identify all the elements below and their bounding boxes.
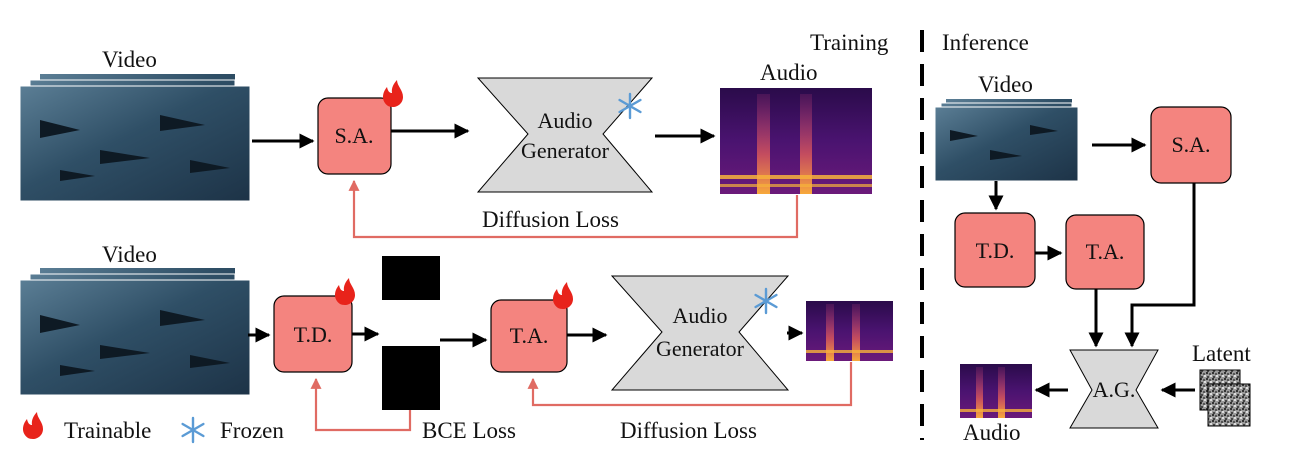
snowflake-icon <box>181 416 205 444</box>
td-label-train: T.D. <box>294 322 333 347</box>
audio-generator-bottom <box>610 275 790 391</box>
video-label-top: Video <box>102 47 157 72</box>
flame-icon <box>553 282 573 309</box>
sa-module-inference <box>1150 106 1232 184</box>
ag-module <box>1069 349 1159 429</box>
video-label-bottom: Video <box>102 242 157 267</box>
video-frames-top <box>19 74 251 202</box>
generator-label-line1-top: Audio <box>538 108 593 133</box>
flame-icon <box>23 412 43 439</box>
arrow-sa-to-ag <box>1124 183 1196 348</box>
ta-label-train: T.A. <box>510 323 549 348</box>
td-module-inference <box>954 212 1036 288</box>
diffusion-loss-feedback-bottom <box>527 362 853 407</box>
generator-label-line1-bottom: Audio <box>673 303 728 328</box>
spectrogram-top <box>720 88 872 194</box>
diffusion-loss-feedback-top <box>348 179 799 239</box>
audio-label-inference: Audio <box>963 420 1021 445</box>
video-label-inference: Video <box>978 72 1033 97</box>
generator-label-line2-top: Generator <box>521 138 610 163</box>
training-label: Training <box>810 30 889 55</box>
video-frames-inference <box>934 99 1079 182</box>
inference-label: Inference <box>942 30 1029 55</box>
video-frames-bottom <box>19 268 251 396</box>
snowflake-icon <box>618 92 642 120</box>
sa-label-top: S.A. <box>334 123 373 148</box>
sa-module-top <box>317 97 392 175</box>
temporal-mask <box>382 256 440 410</box>
legend-trainable: Trainable <box>64 418 151 443</box>
generator-label-line2-bottom: Generator <box>656 336 745 361</box>
diffusion-loss-label-bottom: Diffusion Loss <box>620 418 757 443</box>
td-label-inference: T.D. <box>976 238 1015 263</box>
ag-label: A.G. <box>1093 377 1136 402</box>
sa-label-inference: S.A. <box>1171 132 1210 157</box>
legend-frozen: Frozen <box>220 418 284 443</box>
latent-noise <box>1199 369 1251 427</box>
audio-label-top: Audio <box>760 60 818 85</box>
spectrogram-inference <box>960 364 1032 418</box>
bce-loss-feedback <box>310 377 412 432</box>
spectrogram-bottom <box>806 301 893 361</box>
snowflake-icon <box>754 287 778 315</box>
ta-module-inference <box>1065 214 1145 290</box>
flame-icon <box>383 80 403 107</box>
bce-loss-label: BCE Loss <box>422 418 516 443</box>
flame-icon <box>335 278 355 305</box>
audio-generator-top <box>476 77 654 193</box>
latent-label: Latent <box>1192 341 1251 366</box>
diffusion-loss-label-top: Diffusion Loss <box>482 207 619 232</box>
ta-label-inference: T.A. <box>1086 239 1125 264</box>
